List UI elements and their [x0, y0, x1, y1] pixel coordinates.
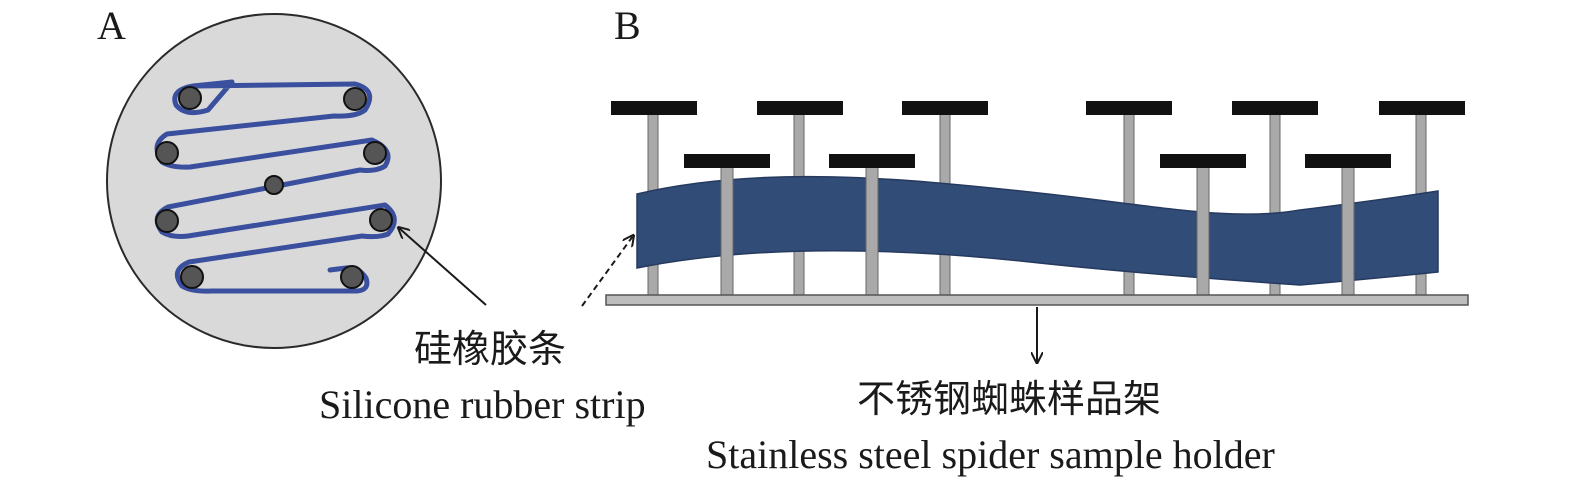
rod-front-4: [1341, 166, 1355, 297]
panel-b-letter: B: [614, 3, 641, 48]
peg-5: [155, 209, 179, 233]
cap-front-4: [1305, 154, 1391, 168]
panel-b: [605, 101, 1469, 306]
panel-a-letter: A: [97, 3, 126, 48]
cap-front-1: [684, 154, 770, 168]
base-plate: [605, 294, 1469, 306]
rod-front-1: [720, 166, 734, 297]
cap-back-2: [757, 101, 843, 115]
cap-back-4: [1086, 101, 1172, 115]
cap-back-5: [1232, 101, 1318, 115]
rod-front-2: [865, 166, 879, 297]
peg-6: [369, 208, 393, 232]
holder-label-zh: 不锈钢蜘蛛样品架: [857, 377, 1161, 421]
holder-label-en: Stainless steel spider sample holder: [706, 432, 1275, 477]
peg-3: [155, 141, 179, 165]
peg-4: [363, 141, 387, 165]
peg-7: [180, 265, 204, 289]
panel-a: [106, 13, 442, 349]
rod-front-3: [1196, 166, 1210, 297]
peg-center: [264, 175, 284, 195]
silicone-strip-b: [636, 175, 1439, 286]
strip-arrow-b: [581, 236, 633, 307]
strip-label-en: Silicone rubber strip: [319, 382, 646, 427]
cap-back-1: [611, 101, 697, 115]
peg-1: [178, 86, 202, 110]
cap-front-2: [829, 154, 915, 168]
cap-back-6: [1379, 101, 1465, 115]
peg-2: [343, 87, 367, 111]
cap-front-3: [1160, 154, 1246, 168]
strip-arrow-a: [399, 228, 487, 306]
peg-8: [340, 265, 364, 289]
strip-label-zh: 硅橡胶条: [414, 327, 566, 371]
cap-back-3: [902, 101, 988, 115]
